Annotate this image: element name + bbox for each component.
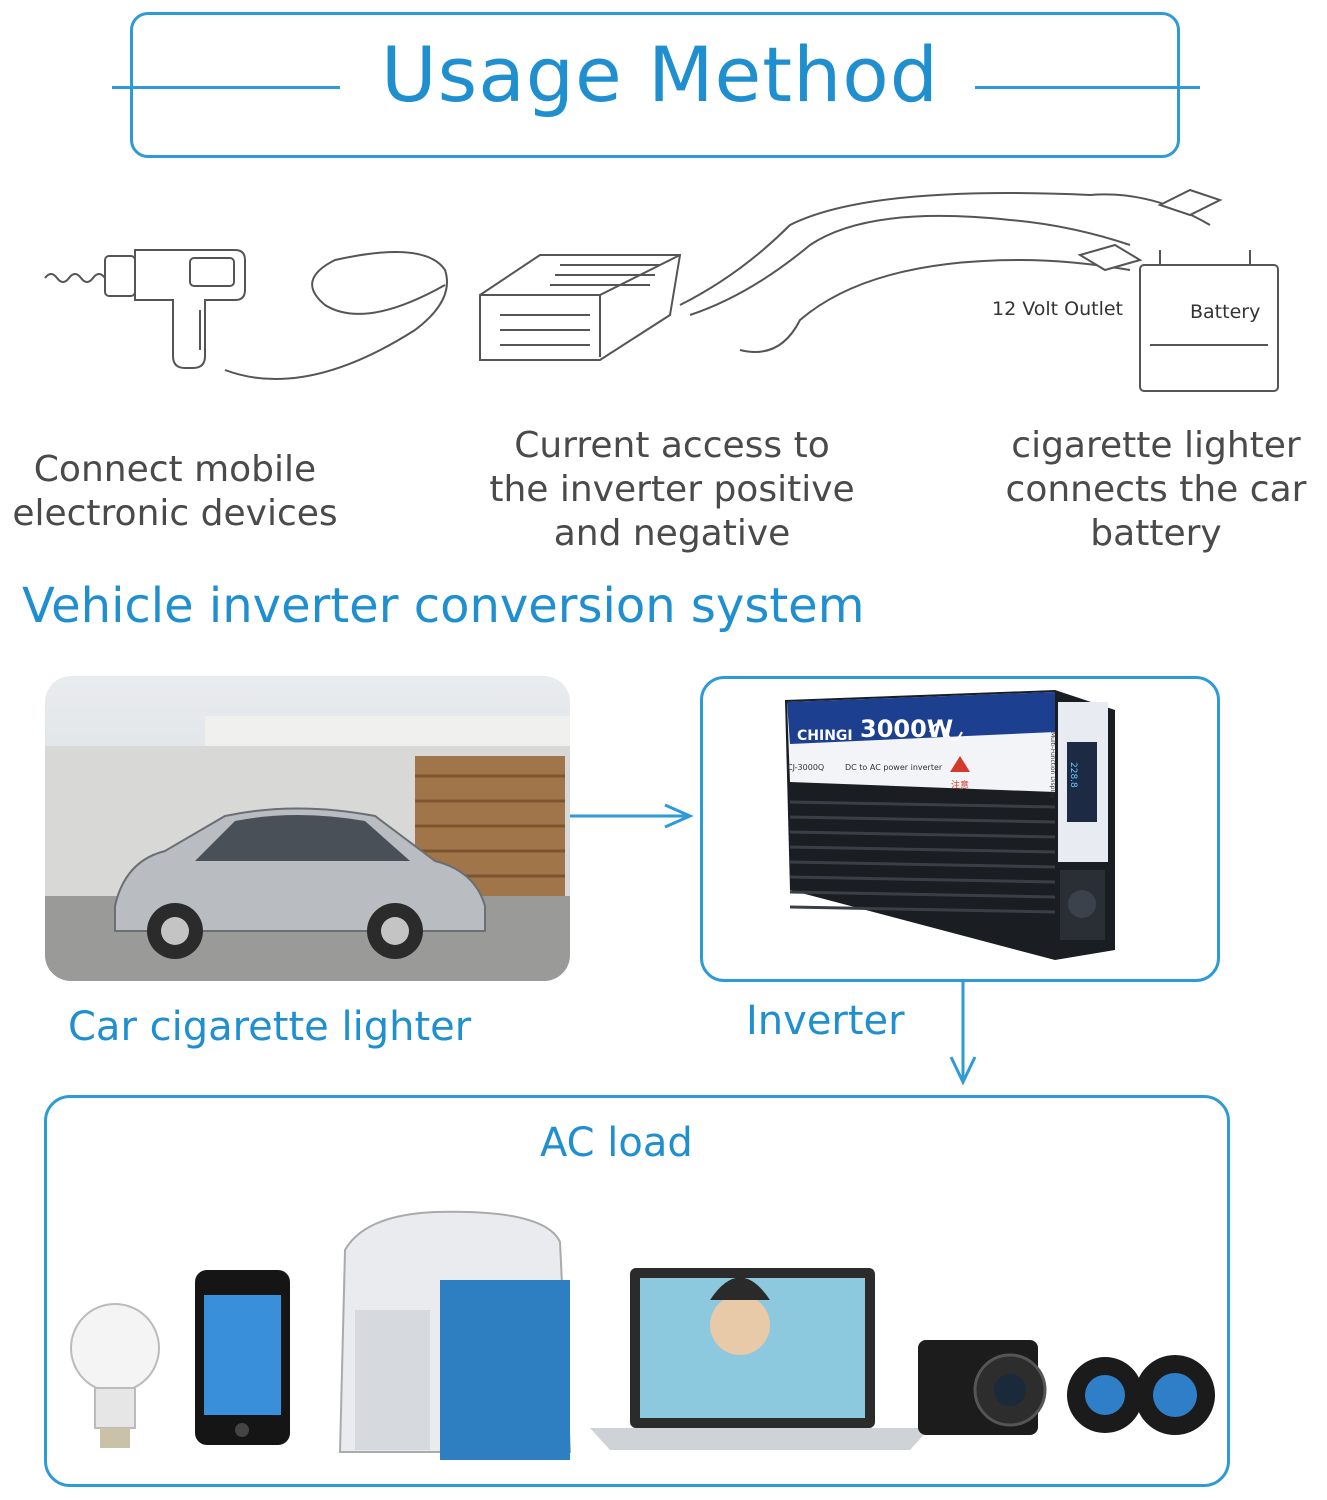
subtitle-label: DC to AC power inverter [845, 763, 943, 772]
arrow-down-icon [949, 982, 977, 1086]
header-frame [130, 12, 1180, 158]
caption-line: Connect mobile [33, 449, 317, 490]
cooler-icon [338, 1210, 572, 1460]
model-label: CJ-3000Q [787, 763, 824, 772]
caption-line: the inverter positive [489, 469, 855, 510]
outlet-label: 12 Volt Outlet [992, 298, 1123, 320]
ac-load-frame [44, 1095, 1230, 1487]
header-line-left [112, 86, 340, 89]
warning-label: 注意 [951, 779, 969, 791]
header-line-right [975, 86, 1200, 89]
inverter-frame [700, 676, 1220, 982]
usage-sketch: 12 Volt Outlet Battery [44, 188, 1279, 392]
step-caption-devices: Connect mobile electronic devices [0, 448, 350, 536]
brand-label: CHINGI [797, 728, 853, 744]
display-value: 228.8 [1068, 762, 1078, 788]
page-title: Usage Method [381, 30, 939, 119]
power-label: 3000W [860, 715, 953, 743]
inverter-label: Inverter [746, 998, 905, 1044]
car-label: Car cigarette lighter [68, 1004, 472, 1050]
drill-icon [44, 249, 246, 369]
step-caption-inverter: Current access to the inverter positive … [462, 424, 882, 556]
ac-load-label: AC load [540, 1120, 693, 1166]
caption-line: cigarette lighter [1011, 425, 1301, 466]
car-icon [114, 807, 486, 959]
phone-icon [195, 1270, 290, 1445]
caption-line: electronic devices [12, 493, 338, 534]
caption-line: connects the car [1005, 469, 1307, 510]
inverter-sketch-icon [479, 254, 682, 361]
ac-load-devices [70, 1210, 1215, 1460]
speaker-icon [1067, 1355, 1215, 1435]
caption-line: battery [1090, 513, 1222, 554]
section-title: Vehicle inverter conversion system [22, 578, 865, 634]
camera-icon [918, 1340, 1047, 1435]
car-photo [45, 676, 570, 981]
panel-label: Multi-Function Display [1049, 732, 1056, 799]
battery-icon [1139, 250, 1279, 392]
caption-line: and negative [553, 513, 791, 554]
bulb-icon [70, 1303, 160, 1448]
battery-label: Battery [1190, 301, 1260, 323]
inverter-photo: CHINGI 3000W CJ-3000Q DC to AC power inv… [785, 690, 1115, 960]
caption-line: Current access to [514, 425, 830, 466]
arrow-right-icon [570, 803, 694, 829]
laptop-icon [590, 1268, 930, 1450]
step-caption-battery: cigarette lighter connects the car batte… [985, 424, 1327, 556]
